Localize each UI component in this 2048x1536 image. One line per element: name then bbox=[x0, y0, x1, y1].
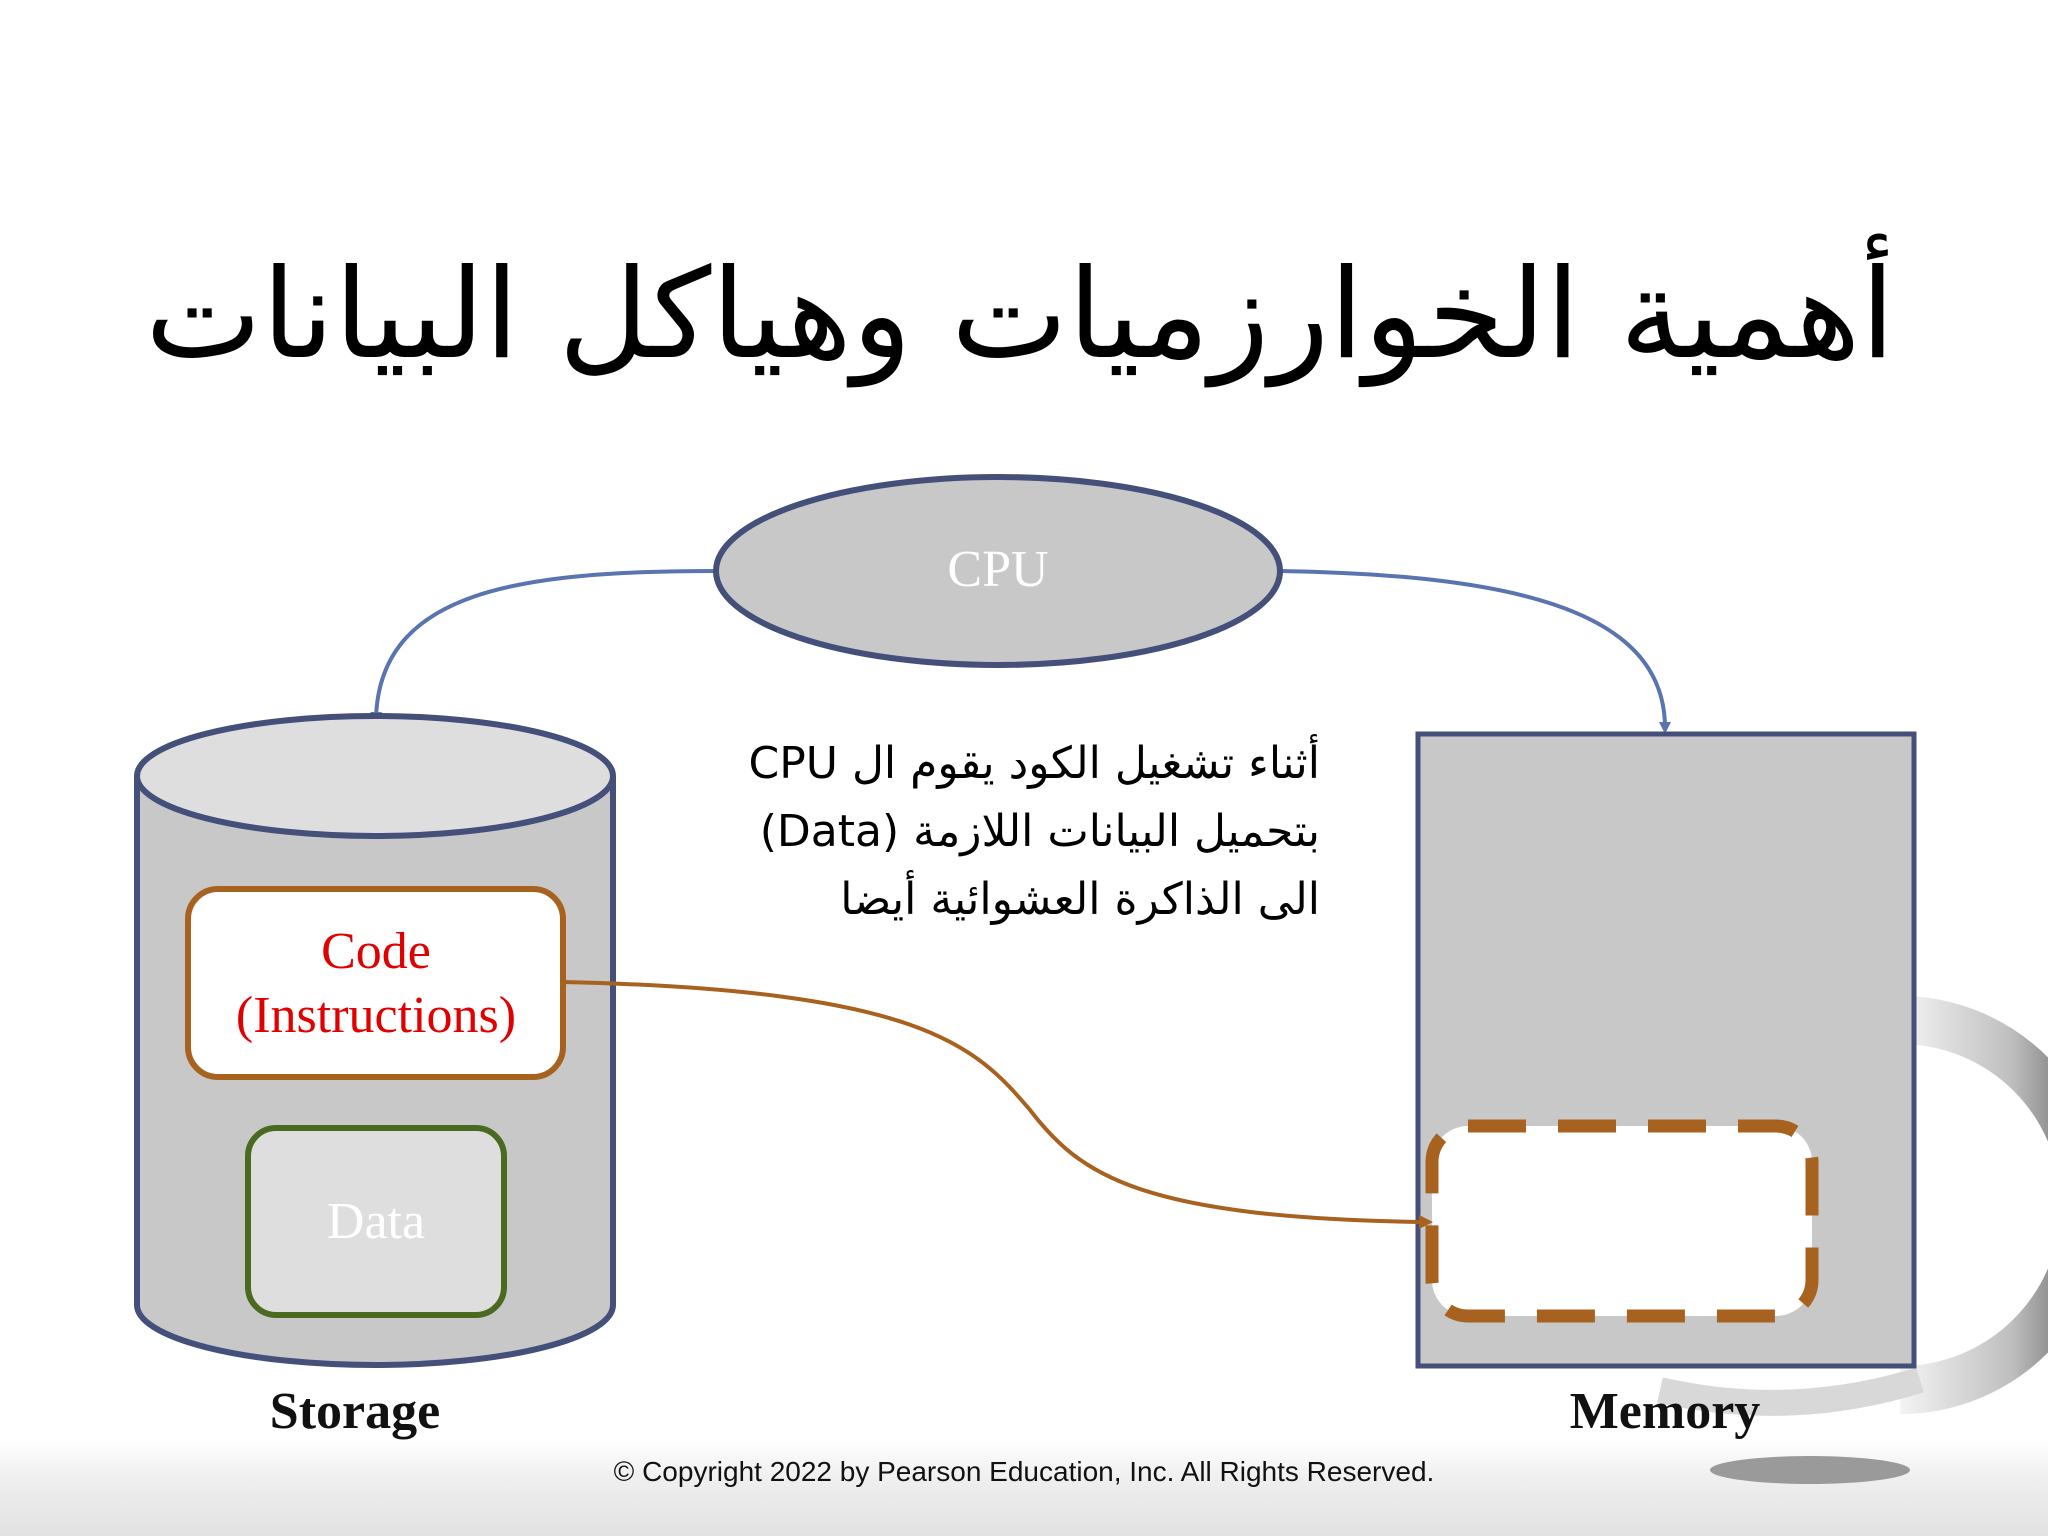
code-to-memory-arrow bbox=[562, 980, 1433, 1229]
footer-band bbox=[0, 1440, 2048, 1536]
explanation-line-1: أثناء تشغيل الكود يقوم ال CPU bbox=[748, 738, 1321, 789]
explanation-line-2: بتحميل البيانات اللازمة (Data) bbox=[759, 806, 1320, 857]
explanation-text: أثناء تشغيل الكود يقوم ال CPU بتحميل الب… bbox=[700, 730, 1321, 934]
globe-decoration-icon bbox=[1657, 996, 2048, 1484]
storage-label: Storage bbox=[269, 1383, 441, 1440]
cpu-to-memory-arrow bbox=[1279, 569, 1671, 734]
slide-title: أهمية الخوارزميات وهياكل البيانات bbox=[145, 243, 1895, 387]
explanation-line-3: الى الذاكرة العشوائية أيضا bbox=[840, 874, 1320, 925]
cpu-node bbox=[713, 474, 1283, 668]
code-label-line1: Code bbox=[321, 923, 431, 980]
memory-data-slot bbox=[1425, 1119, 1819, 1323]
memory-label: Memory bbox=[1569, 1383, 1761, 1440]
code-label: Code (Instructions) bbox=[186, 920, 566, 1048]
copyright-notice: © Copyright 2022 by Pearson Education, I… bbox=[613, 1456, 1435, 1487]
cpu-label: CPU bbox=[947, 541, 1049, 598]
cpu-to-storage-arrow bbox=[370, 569, 719, 724]
data-box bbox=[245, 1125, 507, 1318]
code-label-line2: (Instructions) bbox=[235, 987, 517, 1044]
data-label: Data bbox=[326, 1193, 426, 1250]
